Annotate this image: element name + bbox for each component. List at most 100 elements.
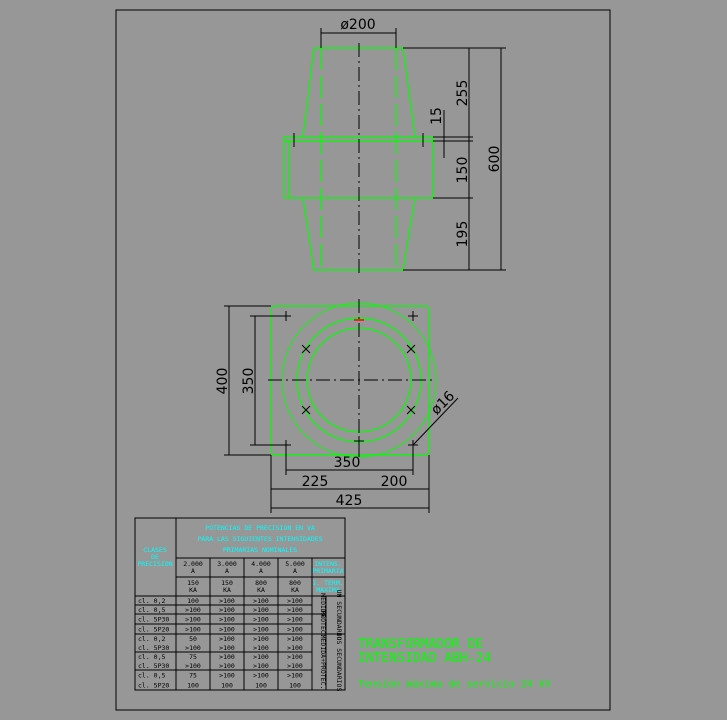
row-value: >100 xyxy=(253,625,269,633)
dim-hole-diameter: ø16 xyxy=(428,388,458,418)
svg-text:KA: KA xyxy=(223,586,231,594)
dim-flange-height: 150 xyxy=(455,157,471,184)
svg-text:KA: KA xyxy=(291,586,299,594)
row-value: >100 xyxy=(185,615,201,623)
row-value: >100 xyxy=(287,606,303,614)
precision-table: CLASES DE PRECISION POTENCIAS DE PRECISI… xyxy=(134,517,346,692)
svg-text:2.000: 2.000 xyxy=(183,560,203,568)
svg-text:4.000: 4.000 xyxy=(251,560,271,568)
dim-top-diameter: ø200 xyxy=(340,17,375,33)
row-value: >100 xyxy=(253,671,269,679)
plan-view xyxy=(268,299,437,460)
row-value: 100 xyxy=(187,681,199,689)
row-value: >100 xyxy=(287,597,303,605)
row-value: >100 xyxy=(253,606,269,614)
header-class-line2: DE xyxy=(151,553,159,561)
header-power-line3: PRIMARIAS NOMINALES xyxy=(223,546,297,554)
row-value: >100 xyxy=(287,671,303,679)
row-value: >100 xyxy=(253,644,269,652)
dim-base-height: 400 xyxy=(215,368,231,395)
row-value: >100 xyxy=(219,644,235,652)
row-value: >100 xyxy=(253,635,269,643)
svg-text:A: A xyxy=(225,567,229,575)
dim-base-right: 200 xyxy=(381,474,408,490)
dim-bolt-spacing-v: 350 xyxy=(241,368,257,395)
dim-bolt-spacing-h: 350 xyxy=(334,455,361,471)
row-class: cl. 5P30 xyxy=(138,662,169,670)
row-class: cl. 0,2 xyxy=(138,597,165,605)
dim-lower-height: 195 xyxy=(455,221,471,248)
use-protec: PROTEC. xyxy=(319,610,327,637)
row-value: >100 xyxy=(219,625,235,633)
row-value: 100 xyxy=(187,597,199,605)
upper-cone-right xyxy=(314,47,416,138)
row-value: >100 xyxy=(253,597,269,605)
row-class: cl. 5P30 xyxy=(138,644,169,652)
row-value: >100 xyxy=(287,662,303,670)
row-value: >100 xyxy=(253,662,269,670)
secondary-one: UN SECUNDARIO xyxy=(335,590,343,641)
elevation-dimensions: ø200 255 15 150 195 600 xyxy=(320,17,506,271)
svg-text:800: 800 xyxy=(289,579,301,587)
title-line1: TRANSFORMADOR DE xyxy=(358,637,483,652)
use-medida: MEDIDA xyxy=(319,593,327,617)
svg-text:I. TERM.: I. TERM. xyxy=(312,579,343,587)
dim-base-left: 225 xyxy=(302,474,329,490)
drawing-frame xyxy=(115,9,611,711)
use-both: MEDIDA+PROTEC. xyxy=(319,635,327,690)
row-value: >100 xyxy=(185,644,201,652)
row-value: >100 xyxy=(219,662,235,670)
secondary-two: DOS SECUNDARIOS xyxy=(335,633,343,692)
dim-upper-height: 255 xyxy=(455,80,471,107)
row-value: >100 xyxy=(287,635,303,643)
plan-dimensions: 400 350 350 225 200 425 ø16 xyxy=(215,305,459,513)
dim-flange-offset: 15 xyxy=(429,107,445,125)
svg-text:A: A xyxy=(293,567,297,575)
header-class-line1: CLASES xyxy=(143,546,167,554)
row-value: 75 xyxy=(189,653,197,661)
row-class: cl. 5P20 xyxy=(138,681,169,689)
title-line2: INTENSIDAD ABH-24 xyxy=(358,651,491,666)
row-class: cl. 0,5 xyxy=(138,671,165,679)
svg-text:PRIMARIA: PRIMARIA xyxy=(312,567,343,575)
header-power-line1: POTENCIAS DE PRECISION EN VA xyxy=(205,524,315,532)
svg-text:150: 150 xyxy=(187,579,199,587)
row-value: 50 xyxy=(189,635,197,643)
row-class: cl. 5P30 xyxy=(138,615,169,623)
row-value: >100 xyxy=(185,606,201,614)
header-class-line3: PRECISION xyxy=(137,560,172,568)
svg-text:INTENS.: INTENS. xyxy=(314,560,341,568)
row-class: cl. 0,5 xyxy=(138,653,165,661)
dim-total-height: 600 xyxy=(487,146,503,173)
row-value: >100 xyxy=(253,615,269,623)
row-value: 75 xyxy=(189,671,197,679)
svg-text:KA: KA xyxy=(257,586,265,594)
row-value: >100 xyxy=(219,635,235,643)
row-value: >100 xyxy=(219,606,235,614)
row-class: cl. 0,2 xyxy=(138,635,165,643)
row-value: >100 xyxy=(219,615,235,623)
row-value: >100 xyxy=(287,625,303,633)
row-value: >100 xyxy=(219,653,235,661)
elevation-view xyxy=(283,43,434,276)
row-value: >100 xyxy=(287,644,303,652)
title-subtitle: Tensión máxima de servicio 24 kV xyxy=(358,678,551,690)
row-value: >100 xyxy=(219,671,235,679)
row-value: >100 xyxy=(253,653,269,661)
svg-text:A: A xyxy=(191,567,195,575)
row-value: 100 xyxy=(221,681,233,689)
svg-text:KA: KA xyxy=(189,586,197,594)
row-value: >100 xyxy=(185,625,201,633)
svg-text:MAXIMA: MAXIMA xyxy=(316,586,340,594)
svg-text:A: A xyxy=(259,567,263,575)
row-value: >100 xyxy=(287,653,303,661)
row-value: >100 xyxy=(287,615,303,623)
row-class: cl. 5P20 xyxy=(138,625,169,633)
svg-text:800: 800 xyxy=(255,579,267,587)
row-value: >100 xyxy=(185,662,201,670)
svg-text:150: 150 xyxy=(221,579,233,587)
dim-base-width: 425 xyxy=(336,493,363,509)
svg-text:5.000: 5.000 xyxy=(285,560,305,568)
row-value: 100 xyxy=(289,681,301,689)
